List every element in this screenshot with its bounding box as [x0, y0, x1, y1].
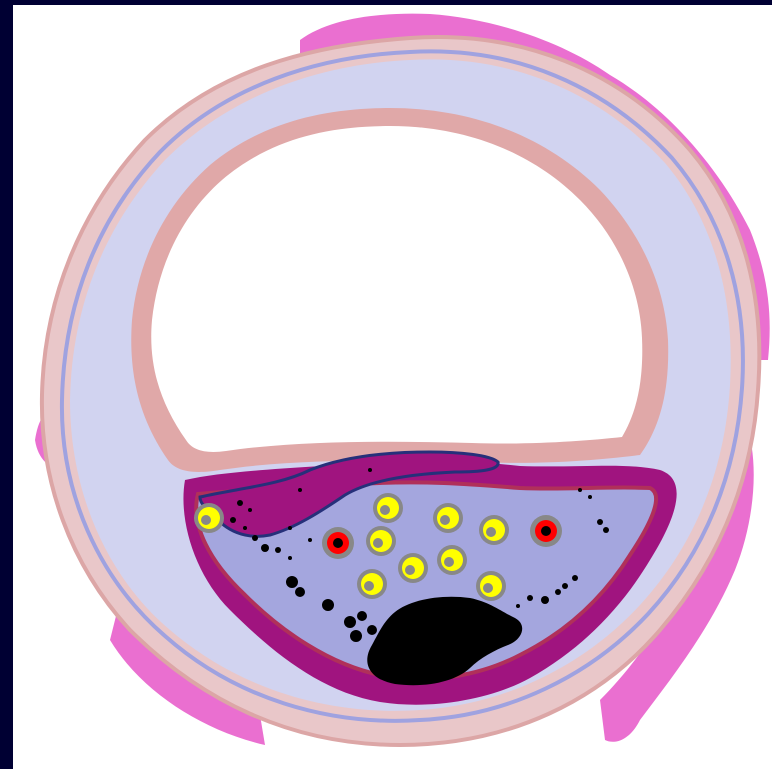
- debris-dot: [350, 630, 362, 642]
- foam-cell: [194, 503, 224, 533]
- debris-dot: [578, 488, 582, 492]
- debris-dot: [588, 495, 592, 499]
- diagram-canvas: [13, 5, 772, 769]
- debris-dot: [308, 538, 312, 542]
- foam-cell: [479, 515, 509, 545]
- foam-cell: [437, 545, 467, 575]
- debris-dot: [357, 611, 367, 621]
- debris-dot: [237, 500, 243, 506]
- foam-cell: [398, 553, 428, 583]
- inflammatory-cell: [530, 515, 562, 547]
- debris-dot: [562, 583, 568, 589]
- debris-dot: [597, 519, 603, 525]
- debris-dot: [248, 508, 252, 512]
- debris-dot: [344, 616, 356, 628]
- debris-dot: [367, 625, 377, 635]
- debris-dot: [275, 547, 281, 553]
- debris-dot: [288, 556, 292, 560]
- debris-dot: [322, 599, 334, 611]
- debris-dot: [261, 544, 269, 552]
- foam-cell: [373, 493, 403, 523]
- debris-dot: [572, 575, 578, 581]
- debris-dot: [368, 468, 372, 472]
- foam-cell: [476, 571, 506, 601]
- debris-dot: [252, 535, 258, 541]
- inflammatory-cell: [322, 527, 354, 559]
- debris-dot: [288, 526, 292, 530]
- foam-cell: [366, 526, 396, 556]
- debris-dot: [298, 488, 302, 492]
- debris-dot: [230, 517, 236, 523]
- foam-cell: [357, 569, 387, 599]
- foam-cell: [433, 503, 463, 533]
- debris-dot: [286, 576, 298, 588]
- debris-dot: [295, 587, 305, 597]
- debris-dot: [243, 526, 247, 530]
- debris-dot: [541, 596, 549, 604]
- debris-dot: [603, 527, 609, 533]
- debris-dot: [527, 595, 533, 601]
- debris-dot: [516, 604, 520, 608]
- artery-cross-section-diagram: [13, 5, 772, 769]
- debris-dot: [555, 589, 561, 595]
